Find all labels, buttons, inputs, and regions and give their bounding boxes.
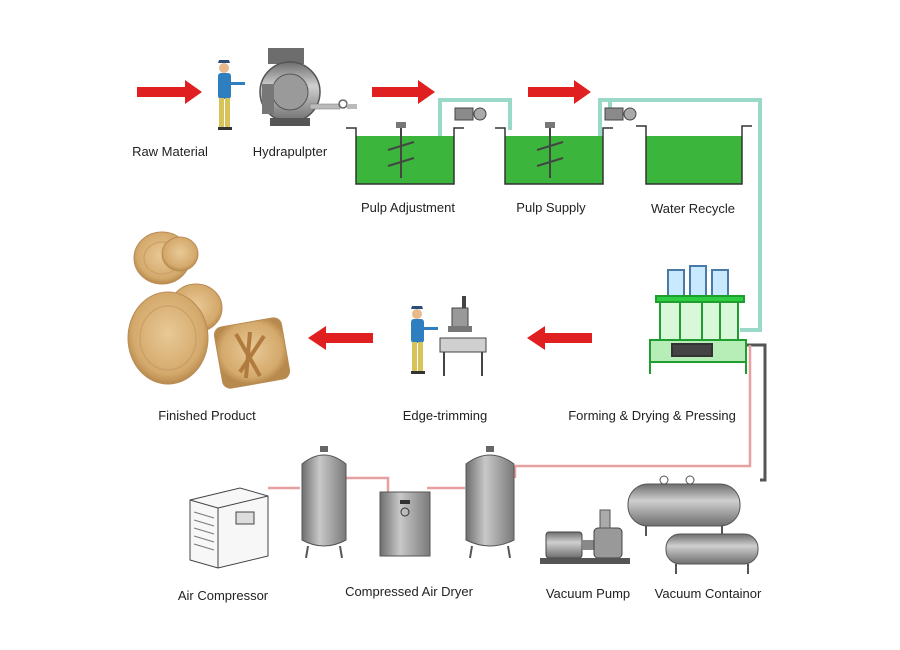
hydrapulper-machine	[259, 48, 357, 126]
label-forming: Forming & Drying & Pressing	[568, 408, 736, 423]
edge-trimming-machine	[439, 296, 487, 376]
label-raw-material: Raw Material	[132, 144, 208, 159]
pulp-supply-tank	[495, 107, 637, 185]
air-tank-2	[465, 446, 515, 559]
red-arrow-icon	[372, 80, 435, 104]
water-recycle-tank	[636, 125, 752, 185]
worker-icon	[218, 60, 245, 130]
air-dryer-machine	[379, 491, 431, 557]
label-pulp-supply: Pulp Supply	[516, 200, 586, 215]
label-pulp-adjustment: Pulp Adjustment	[361, 200, 455, 215]
label-air-dryer: Compressed Air Dryer	[345, 584, 474, 599]
label-hydrapulpter: Hydrapulpter	[253, 144, 328, 159]
red-arrow-icon	[527, 326, 592, 350]
vacuum-pipe	[740, 343, 767, 482]
worker-icon	[411, 306, 438, 374]
plates-icon	[127, 231, 291, 389]
vacuum-pump-machine	[540, 509, 630, 564]
red-arrow-icon	[137, 80, 202, 104]
label-vacuum-pump: Vacuum Pump	[546, 586, 630, 601]
label-vacuum-container: Vacuum Containor	[655, 586, 762, 601]
red-arrow-icon	[308, 326, 373, 350]
air-compressor-machine	[189, 487, 269, 569]
vacuum-container-1	[627, 475, 741, 536]
air-tank-1	[301, 446, 347, 559]
forming-machine	[649, 265, 747, 374]
vacuum-container-2	[665, 533, 759, 574]
pulp-adjustment-tank	[346, 107, 487, 185]
label-edge-trimming: Edge-trimming	[403, 408, 488, 423]
label-water-recycle: Water Recycle	[651, 201, 735, 216]
label-air-compressor: Air Compressor	[178, 588, 269, 603]
air-pipe	[268, 345, 752, 495]
label-finished-product: Finished Product	[158, 408, 256, 423]
red-arrow-icon	[528, 80, 591, 104]
